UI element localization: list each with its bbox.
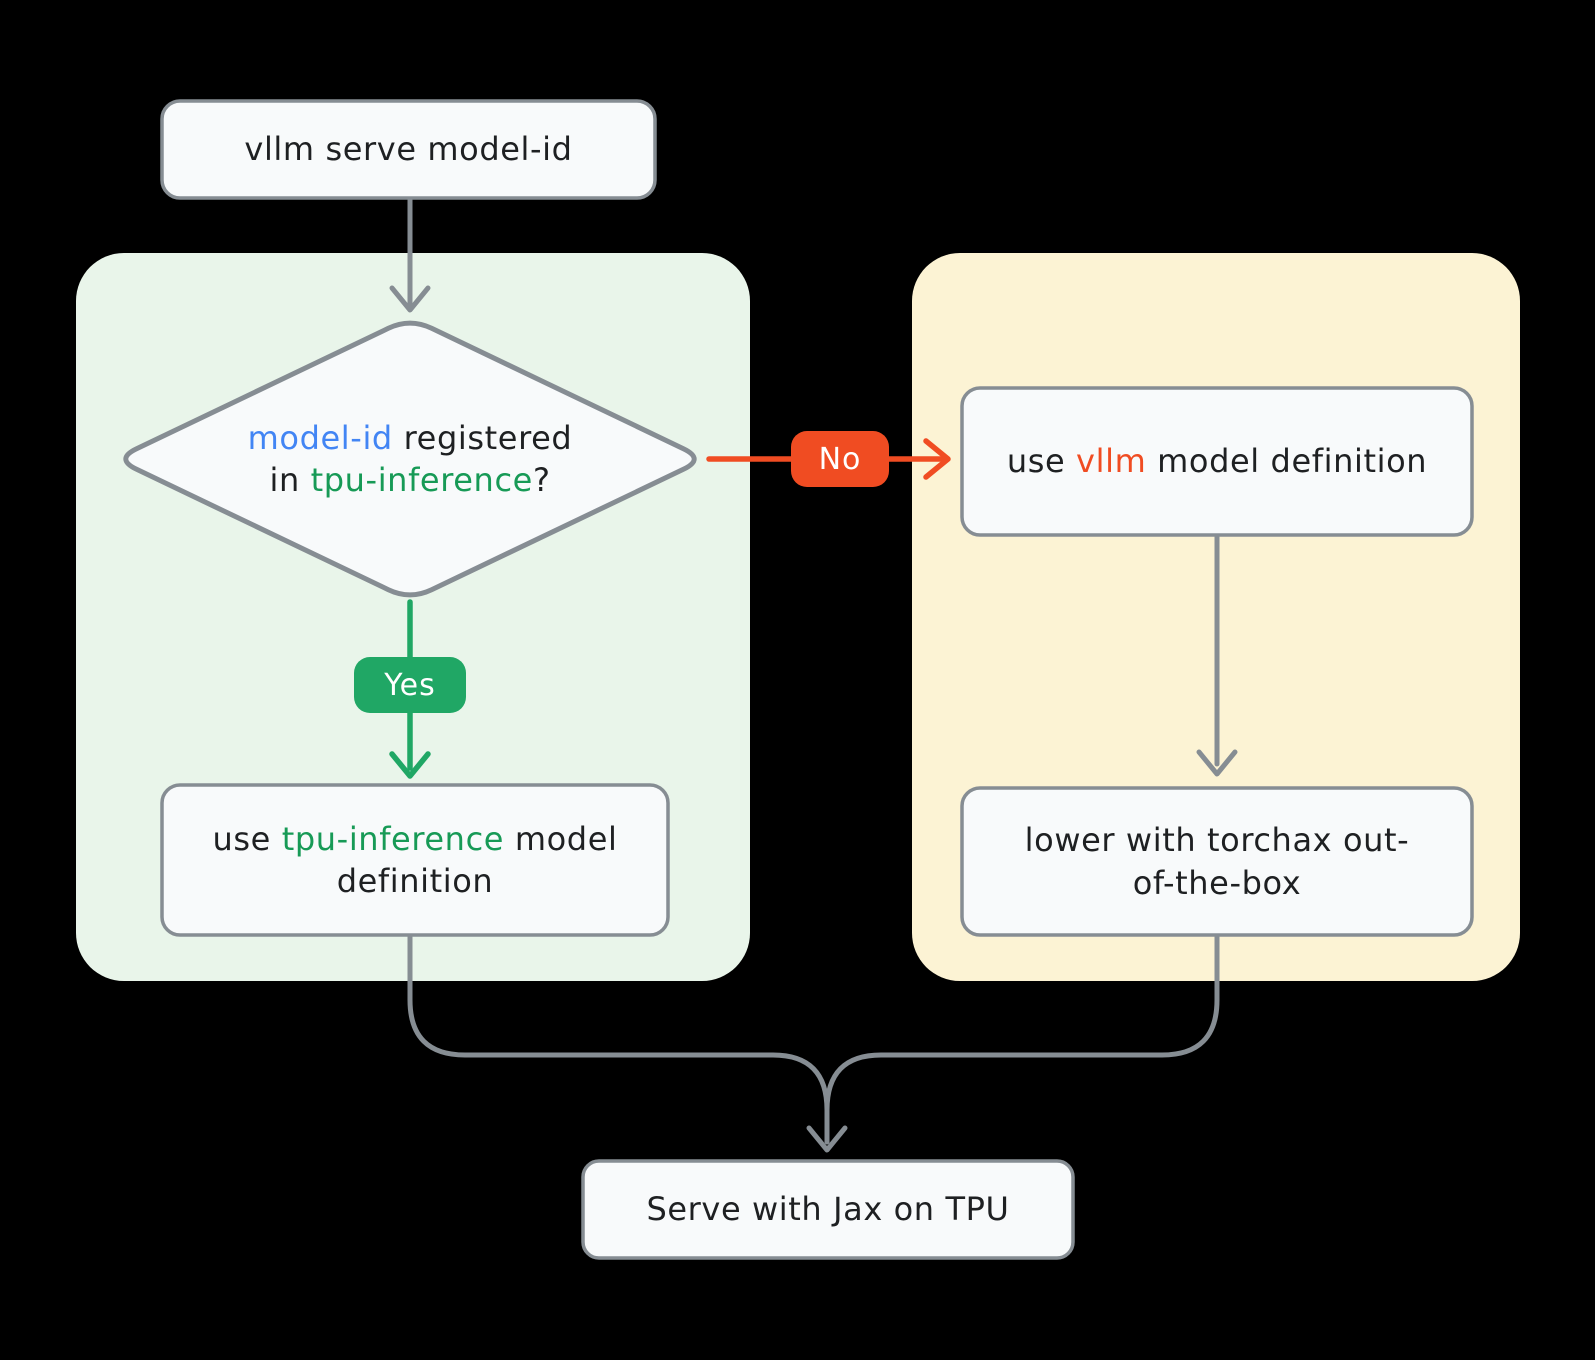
decision-node-shape <box>123 320 697 598</box>
result-no-use-text: use <box>1006 442 1077 481</box>
start-node-label: vllm serve model-id <box>162 101 655 198</box>
result-yes-text: use tpu-inference model definition <box>184 818 646 902</box>
result-yes-use-text: use <box>212 819 282 858</box>
result-no-node-box <box>960 386 1474 537</box>
torchax-node-label: lower with torchax out-of-the-box <box>962 788 1472 935</box>
start-node-text: vllm serve model-id <box>244 130 573 169</box>
final-node-box <box>581 1159 1075 1260</box>
edge-merge-left <box>407 934 830 1145</box>
final-node-text: Serve with Jax on TPU <box>646 1190 1010 1229</box>
decision-line-2: in tpu-inference? <box>269 459 550 501</box>
result-yes-node-label: use tpu-inference model definition <box>162 785 668 935</box>
final-node-label: Serve with Jax on TPU <box>583 1161 1073 1258</box>
yes-edge-label: Yes <box>384 667 436 703</box>
result-no-text: use vllm model definition <box>1007 440 1427 482</box>
result-no-node-label: use vllm model definition <box>962 388 1472 535</box>
result-yes-node-box <box>160 783 670 937</box>
torchax-node-text: lower with torchax out-of-the-box <box>1024 821 1410 902</box>
arrowhead-down-merge-icon <box>806 1125 848 1153</box>
result-yes-model-definition-text: model definition <box>336 819 618 900</box>
result-no-vllm-text: vllm <box>1076 442 1147 481</box>
decision-question-mark: ? <box>532 461 551 499</box>
decision-line-1: model-id registered <box>248 417 573 459</box>
yes-edge-label-badge: Yes <box>354 657 466 713</box>
decision-in-text: in <box>269 461 311 499</box>
start-node-box <box>160 99 657 200</box>
result-no-model-definition-text: model definition <box>1146 442 1428 481</box>
arrowhead-down-green-icon <box>389 751 431 779</box>
no-edge-label: No <box>818 441 862 477</box>
decision-node-label: model-id registered in tpu-inference? <box>115 318 705 600</box>
decision-tpu-inference-text: tpu-inference <box>310 461 533 499</box>
decision-model-id-text: model-id <box>247 418 393 457</box>
arrowhead-down-gray-icon <box>389 285 431 313</box>
arrowhead-right-orange-icon <box>923 438 951 480</box>
no-edge-label-badge: No <box>791 431 889 487</box>
torchax-node-box <box>960 786 1474 937</box>
edge-merge-right <box>824 934 1220 1145</box>
result-yes-tpu-inference-text: tpu-inference <box>281 819 505 858</box>
arrowhead-down-gray2-icon <box>1196 749 1238 777</box>
decision-registered-text: registered <box>392 418 573 457</box>
